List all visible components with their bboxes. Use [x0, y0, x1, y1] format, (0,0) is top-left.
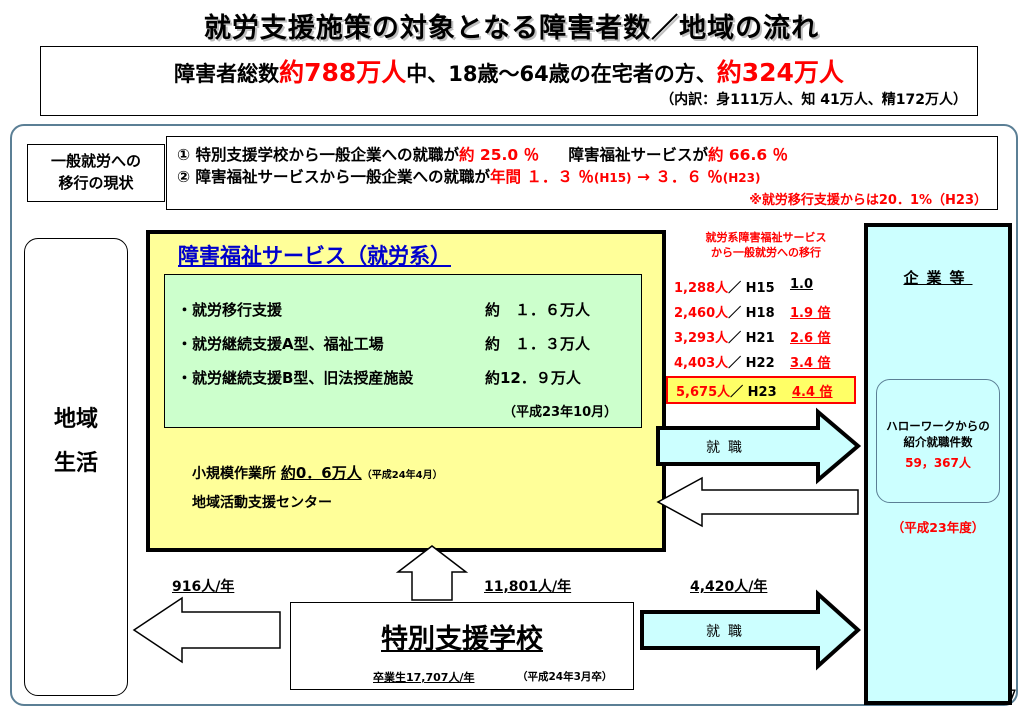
region-life-box: 地域 生活 — [24, 238, 128, 696]
trend-heading-line1: 就労系障害福祉サービス — [705, 231, 827, 244]
trend-year: ／ H21 — [728, 331, 775, 346]
services-date: （平成23年10月） — [503, 405, 618, 420]
trend-ratio: 3.4 倍 — [790, 356, 831, 371]
trend-row: 3,293人／ H21 2.6 倍 — [666, 324, 852, 348]
employment-arrow-lower — [640, 589, 861, 671]
company-label: 企業等 — [903, 269, 973, 287]
stats-line2-value: 年間 １．３ ％ — [490, 168, 594, 186]
small-workshop-date: （平成24年4月） — [361, 470, 443, 481]
employment-label-upper: 就職 — [706, 440, 750, 456]
trend-year: ／ H18 — [728, 306, 775, 321]
service-value: 約12．９万人 — [485, 369, 581, 387]
flow-to-region: 916人/年 — [172, 579, 235, 595]
trend-row: 1,288人／ H15 1.0 — [666, 274, 852, 298]
trend-count: 2,460人 — [674, 306, 729, 321]
return-arrow-upper — [656, 476, 859, 528]
trend-ratio: 4.4 倍 — [792, 385, 833, 400]
summary-middle: 中、18歳～64歳の在宅者の方、 — [406, 62, 717, 86]
trend-ratio: 2.6 倍 — [790, 331, 831, 346]
transition-status-label-line2: 移行の現状 — [58, 174, 134, 192]
stats-line1-value2: 約 66.6 ％ — [708, 146, 789, 164]
transition-status-label-line1: 一般就労への — [50, 152, 141, 170]
summary-box: 障害者総数約788万人中、18歳～64歳の在宅者の方、約324万人 （内訳：身1… — [40, 46, 978, 116]
summary-breakdown: （内訳：身111万人、知 41万人、精172万人） — [660, 92, 967, 108]
region-label-line1: 地域 — [53, 407, 98, 432]
stats-line2-value2: ３．６ ％ — [655, 168, 723, 186]
flow-to-company: 4,420人/年 — [690, 579, 768, 595]
hellowork-label-line2: 紹介就職件数 — [903, 435, 973, 449]
trend-row: 4,403人／ H22 3.4 倍 — [666, 349, 852, 373]
school-date: （平成24年3月卒） — [517, 671, 613, 683]
small-workshop: 小規模作業所 約0．6万人（平成24年4月） — [192, 462, 443, 483]
trend-heading-line2: から一般就労への移行 — [711, 246, 821, 259]
summary-prefix: 障害者総数 — [174, 62, 280, 86]
flow-to-welfare: 11,801人/年 — [484, 579, 572, 595]
trend-year: ／ H22 — [728, 356, 775, 371]
page-title: 就労支援施策の対象となる障害者数／地域の流れ — [203, 13, 820, 44]
trend-row: 2,460人／ H18 1.9 倍 — [666, 299, 852, 323]
hellowork-count: 59，367人 — [905, 456, 971, 470]
trend-year: ／ H15 — [728, 281, 775, 296]
activity-support-center: 地域活動支援センター — [192, 495, 332, 511]
left-arrow-school-to-region — [132, 596, 281, 664]
transition-trend-heading: 就労系障害福祉サービス から一般就労への移行 — [676, 230, 856, 260]
hellowork-box: ハローワークからの 紹介就職件数 59，367人 — [876, 379, 1000, 503]
region-label-line2: 生活 — [53, 451, 98, 476]
stats-line2-arrow: → — [636, 168, 650, 186]
welfare-services-list: ・就労移行支援 約 １．６万人 ・就労継続支援A型、福祉工場 約 １．３万人 ・… — [164, 274, 642, 428]
trend-ratio: 1.9 倍 — [790, 306, 831, 321]
service-name: ・就労継続支援B型、旧法授産施設 — [177, 369, 414, 387]
trend-count: 5,675人 — [676, 385, 731, 400]
summary-home-working-age: 約324万人 — [716, 58, 844, 87]
page-number: 7 — [1006, 686, 1017, 705]
transition-status-label: 一般就労への 移行の現状 — [28, 150, 164, 194]
employment-label-lower: 就職 — [706, 624, 750, 640]
up-arrow-school-to-welfare — [395, 545, 469, 601]
stats-line1-text: ① 特別支援学校から一般企業への就職が — [177, 146, 460, 164]
trend-year: ／ H23 — [730, 385, 777, 400]
stats-line2-year2: (H23) — [722, 171, 761, 185]
stats-line1-value: 約 25.0 ％ — [459, 146, 540, 164]
service-name: ・就労継続支援A型、福祉工場 — [177, 335, 384, 353]
trend-count: 1,288人 — [674, 281, 729, 296]
service-name: ・就労移行支援 — [177, 301, 283, 319]
trend-ratio: 1.0 — [790, 277, 814, 292]
hellowork-label-line1: ハローワークからの — [886, 419, 990, 433]
stats-line-2: ② 障害福祉サービスから一般企業への就職が年間 １．３ ％(H15) → ３．６… — [177, 165, 760, 187]
hellowork-date: （平成23年度） — [891, 520, 985, 535]
hellowork-label: ハローワークからの 紹介就職件数 — [877, 418, 999, 450]
employment-arrow-upper — [656, 407, 862, 485]
trend-count: 4,403人 — [674, 356, 729, 371]
stats-line-1: ① 特別支援学校から一般企業への就職が約 25.0 ％ 障害福祉サービスが約 6… — [177, 143, 788, 165]
transition-stats-box: ① 特別支援学校から一般企業への就職が約 25.0 ％ 障害福祉サービスが約 6… — [166, 136, 998, 210]
diagram-frame — [10, 124, 1018, 706]
stats-line2-year: (H15) — [593, 171, 632, 185]
school-graduates: 卒業生17,707人/年 — [373, 671, 475, 684]
stats-line2-text: ② 障害福祉サービスから一般企業への就職が — [177, 168, 491, 186]
special-school-box: 特別支援学校 卒業生17,707人/年 （平成24年3月卒） — [290, 602, 634, 690]
welfare-title: 障害福祉サービス（就労系） — [178, 244, 451, 268]
transition-status-label-box: 一般就労への 移行の現状 — [27, 144, 165, 202]
small-workshop-label: 小規模作業所 — [192, 466, 276, 482]
summary-headline: 障害者総数約788万人中、18歳～64歳の在宅者の方、約324万人 — [41, 53, 977, 89]
company-box: 企業等 ハローワークからの 紹介就職件数 59，367人 （平成23年度） — [864, 223, 1012, 705]
service-value: 約 １．３万人 — [485, 335, 591, 353]
school-title: 特別支援学校 — [381, 624, 543, 655]
service-value: 約 １．６万人 — [485, 301, 591, 319]
stats-line1-text2: 障害福祉サービスが — [568, 146, 708, 164]
summary-total: 約788万人 — [279, 58, 407, 87]
small-workshop-value: 約0．6万人 — [280, 464, 362, 482]
trend-count: 3,293人 — [674, 331, 729, 346]
stats-note: ※就労移行支援からは20．1%（H23） — [749, 193, 987, 208]
trend-row-highlight: 5,675人／ H23 4.4 倍 — [666, 376, 856, 404]
welfare-services-box: 障害福祉サービス（就労系） ・就労移行支援 約 １．６万人 ・就労継続支援A型、… — [146, 230, 666, 552]
